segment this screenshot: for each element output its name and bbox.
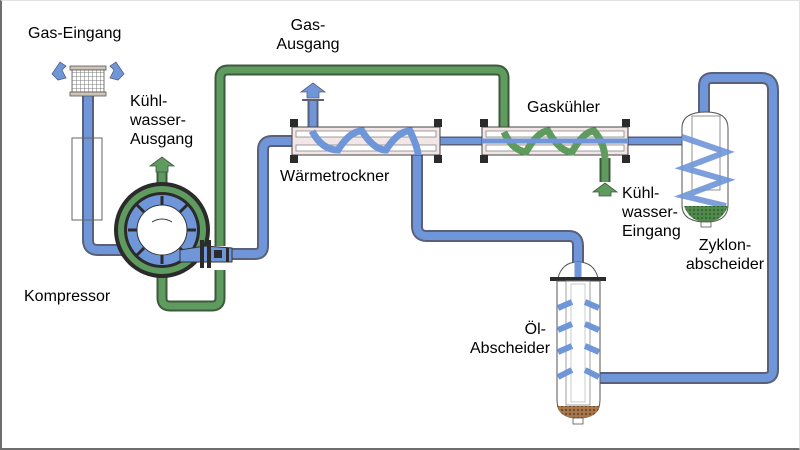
- zyklonabscheider: [673, 111, 736, 228]
- label-kuehlwasser-eingang: Kühl- wasser- Eingang: [622, 185, 681, 240]
- label-gaskuehler: Gaskühler: [527, 99, 600, 116]
- label-oelabscheider: Öl- Abscheider: [470, 321, 551, 357]
- label-kuehlwasser-ausgang: Kühl- wasser- Ausgang: [130, 93, 194, 148]
- kuehlwasser-ausgang-arrow-icon: [148, 156, 176, 173]
- label-kompressor: Kompressor: [24, 288, 111, 305]
- oelabscheider: [550, 261, 606, 425]
- gas-eingang-arrow-right-icon: [109, 61, 125, 81]
- gaskuehler: [480, 119, 630, 163]
- gas-ausgang-arrow-icon: [299, 82, 327, 99]
- label-waermetrockner: Wärmetrockner: [280, 168, 390, 185]
- waermetrockner: [290, 119, 442, 163]
- kompressor: [114, 182, 233, 278]
- gas-eingang-arrow-left-icon: [51, 61, 67, 81]
- label-zyklonabscheider: Zyklon- abscheider: [685, 237, 765, 273]
- gas-inlet-filter: [51, 61, 125, 221]
- inlet-silencer: [71, 137, 103, 221]
- label-gas-ausgang: Gas- Ausgang: [276, 17, 340, 53]
- label-gas-eingang: Gas-Eingang: [28, 25, 122, 42]
- kuehlwasser-eingang-arrow-icon: [591, 182, 619, 197]
- gas-pipe-trockner-to-oelabscheider: [411, 155, 584, 264]
